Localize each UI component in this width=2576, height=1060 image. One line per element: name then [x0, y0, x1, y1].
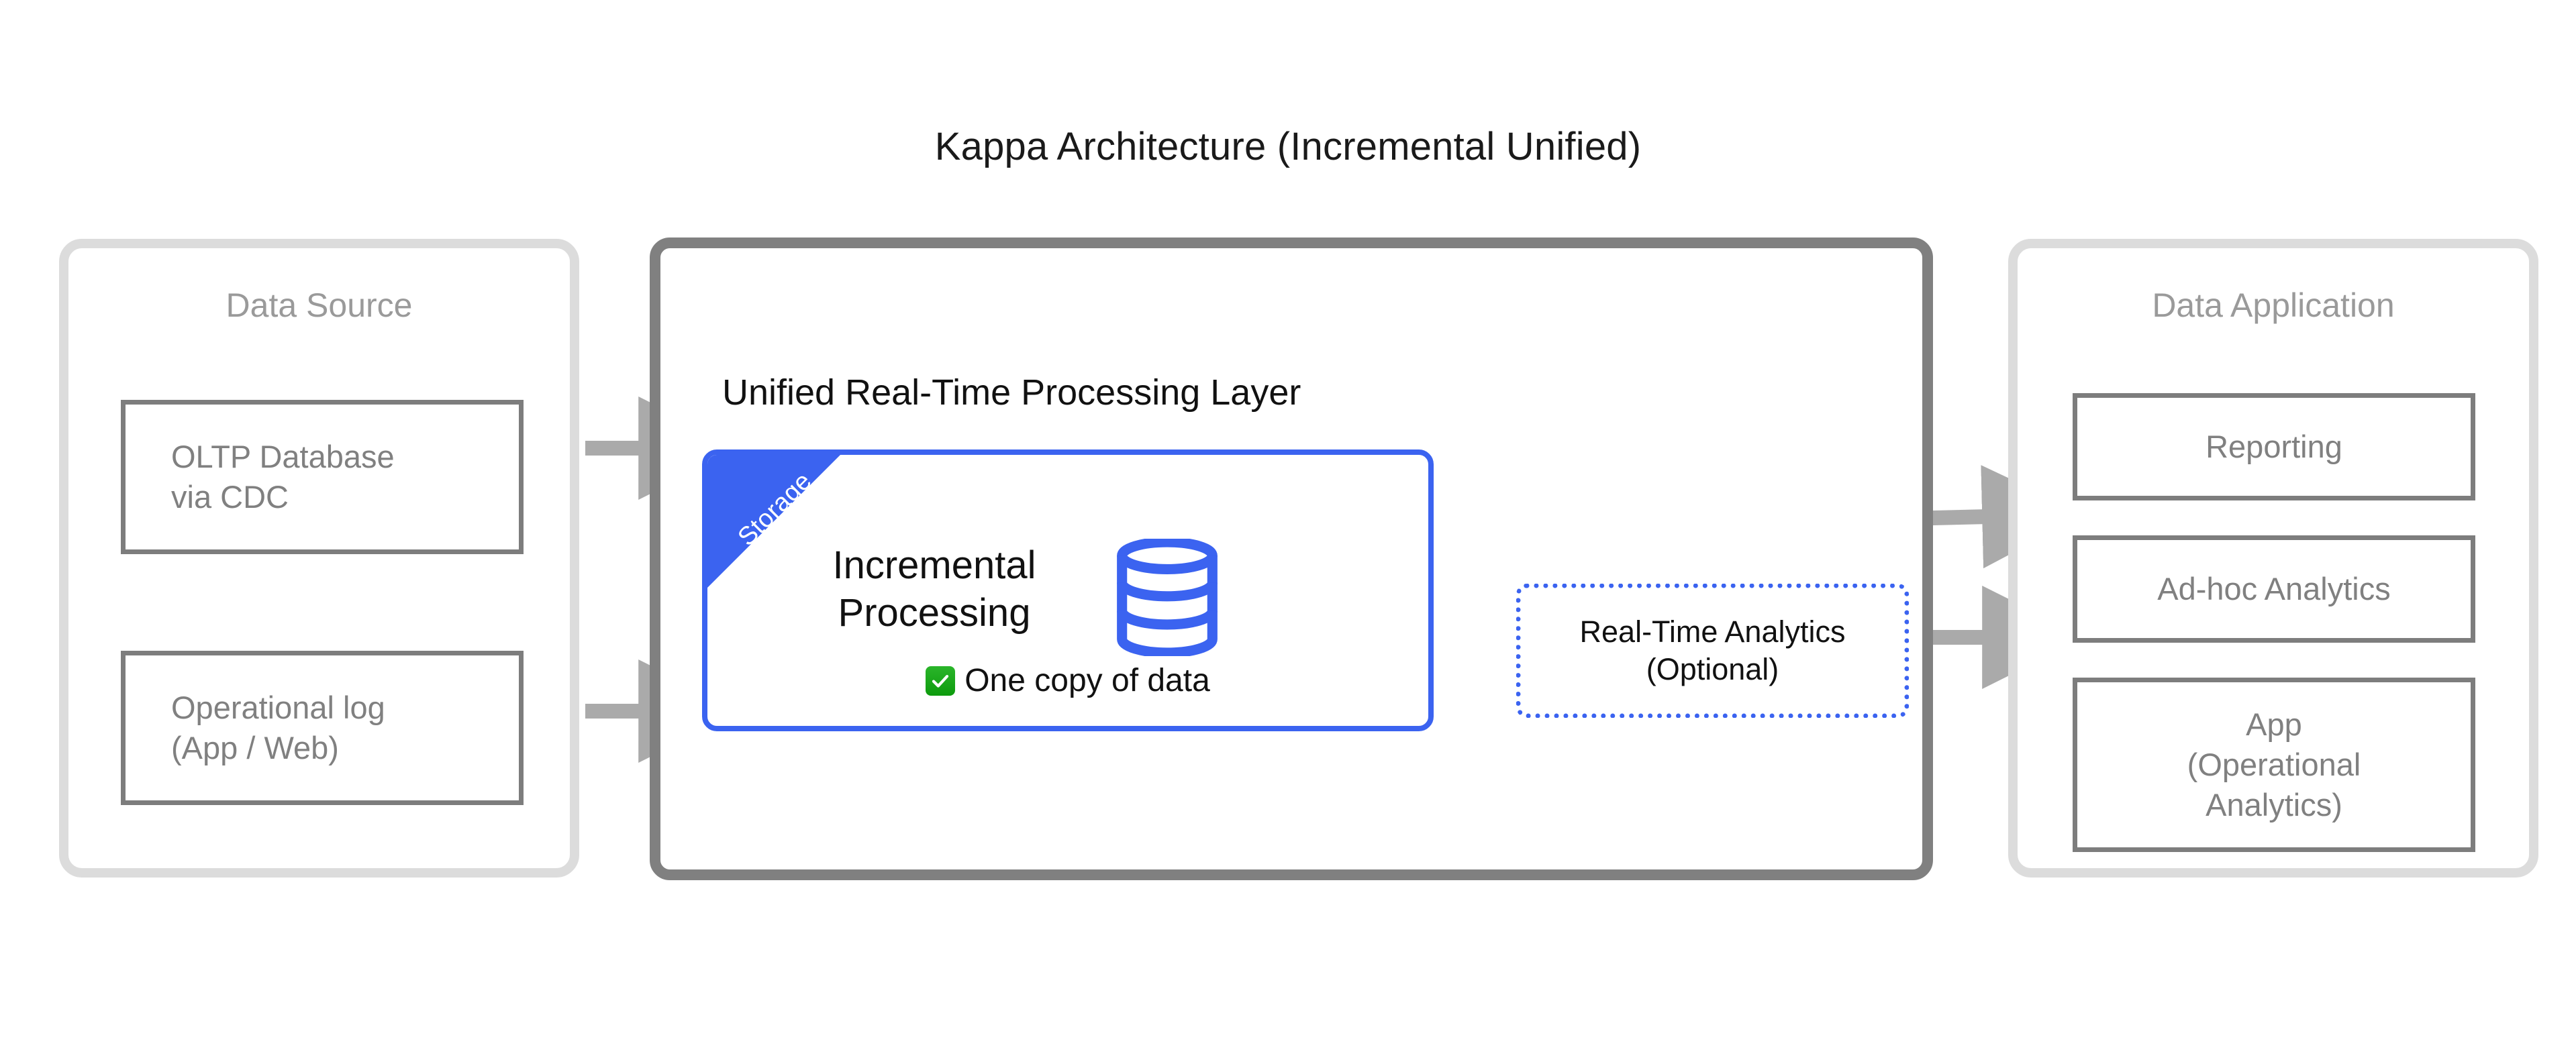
unified-processing-heading: Unified Real-Time Processing Layer	[722, 372, 1301, 413]
data-source-box-oltp-text: OLTP Database via CDC	[171, 437, 395, 517]
realtime-analytics-line-1: Real-Time Analytics	[1579, 614, 1846, 649]
realtime-analytics-optional-text: Real-Time Analytics (Optional)	[1580, 613, 1846, 689]
reporting-line-1: Reporting	[2206, 428, 2342, 464]
data-application-panel: Data Application Reporting Ad-hoc Analyt…	[2008, 239, 2538, 878]
oltp-line-2: via CDC	[171, 479, 289, 515]
oplog-line-1: Operational log	[171, 689, 385, 725]
storage-triangle-shape	[707, 455, 840, 588]
data-source-box-operational-log-text: Operational log (App / Web)	[171, 688, 385, 768]
incremental-processing-title-line-1: Incremental	[832, 543, 1036, 587]
data-source-box-operational-log[interactable]: Operational log (App / Web)	[121, 651, 524, 805]
incremental-processing-box[interactable]: Storage Incremental Processing One	[702, 449, 1434, 731]
green-check-icon	[926, 666, 956, 696]
data-source-heading: Data Source	[226, 286, 413, 324]
storage-corner-badge: Storage	[707, 455, 840, 588]
data-application-box-app-text: App (Operational Analytics)	[2187, 704, 2361, 825]
oltp-line-1: OLTP Database	[171, 438, 395, 474]
data-application-box-reporting-text: Reporting	[2206, 427, 2342, 467]
incremental-processing-title-line-2: Processing	[838, 590, 1031, 635]
app-line-2: (Operational	[2187, 746, 2361, 782]
unified-processing-panel: Unified Real-Time Processing Layer Stora…	[650, 237, 1933, 880]
data-application-heading: Data Application	[2152, 286, 2395, 324]
app-line-3: Analytics)	[2206, 787, 2342, 823]
data-application-box-adhoc-analytics[interactable]: Ad-hoc Analytics	[2073, 535, 2475, 643]
incremental-processing-title: Incremental Processing	[787, 542, 1082, 637]
one-copy-note-row: One copy of data	[707, 662, 1428, 699]
data-source-panel: Data Source OLTP Database via CDC Operat…	[59, 239, 579, 878]
page-title: Kappa Architecture (Incremental Unified)	[934, 125, 1642, 168]
data-application-box-adhoc-analytics-text: Ad-hoc Analytics	[2157, 569, 2390, 609]
realtime-analytics-optional-box[interactable]: Real-Time Analytics (Optional)	[1516, 584, 1909, 718]
realtime-analytics-line-2: (Optional)	[1646, 652, 1779, 686]
adhoc-analytics-line-1: Ad-hoc Analytics	[2157, 570, 2391, 606]
data-application-box-app[interactable]: App (Operational Analytics)	[2073, 678, 2475, 852]
database-cylinder-icon	[1117, 539, 1218, 656]
oplog-line-2: (App / Web)	[171, 730, 339, 765]
data-source-box-oltp[interactable]: OLTP Database via CDC	[121, 400, 524, 554]
data-application-box-reporting[interactable]: Reporting	[2073, 393, 2475, 500]
one-copy-note-text: One copy of data	[964, 663, 1210, 698]
app-line-1: App	[2246, 706, 2302, 742]
